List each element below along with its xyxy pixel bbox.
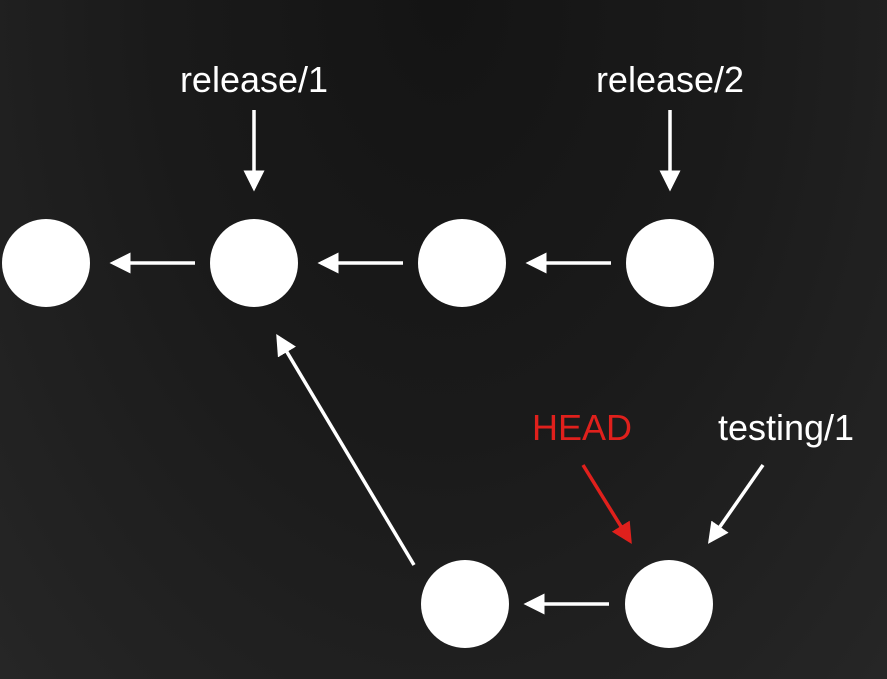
release-2-label: release/2: [596, 59, 744, 100]
head-label: HEAD: [532, 407, 632, 448]
parent-arrow-5-to-2: [276, 333, 416, 566]
head-pointer-arrow: [581, 464, 632, 544]
release-1-label: release/1: [180, 59, 328, 100]
commit-node-3: [418, 219, 506, 307]
commit-node-6: [625, 560, 713, 648]
testing-1-pointer-arrow: [707, 463, 765, 544]
testing-1-label: testing/1: [718, 407, 854, 448]
commit-node-5: [421, 560, 509, 648]
commit-node-4: [626, 219, 714, 307]
commit-node-2: [210, 219, 298, 307]
commit-node-1: [2, 219, 90, 307]
